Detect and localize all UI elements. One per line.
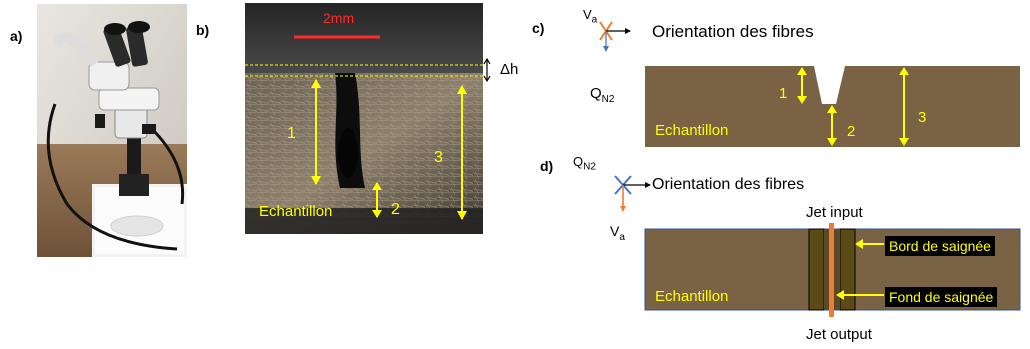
delta-h-label: Δh (500, 61, 519, 78)
panel-label-b: b) (196, 22, 210, 38)
va-label-c: Va (583, 7, 598, 26)
jet (829, 223, 834, 317)
fond-callout: Fond de saignée (885, 287, 998, 308)
axis-cross-icon-d (614, 175, 651, 212)
sample-label-d: Echantillon (655, 288, 729, 305)
orientation-label-c: Orientation des fibres (652, 22, 814, 41)
panel-label-c: c) (532, 20, 545, 36)
qn2-label-d: QN2 (573, 154, 596, 173)
label-1-c: 1 (779, 85, 788, 102)
cross-section-photo (245, 3, 483, 234)
panel-label-d: d) (540, 158, 554, 174)
bord-callout: Bord de saignée (885, 236, 995, 257)
label-1-b: 1 (287, 125, 296, 142)
axis-cross-icon-c (599, 21, 631, 52)
label-2-c: 2 (847, 123, 856, 140)
panel-label-a: a) (10, 28, 23, 44)
scale-label: 2mm (323, 10, 355, 26)
sample-label-b: Echantillon (259, 203, 333, 220)
sample-label-c: Echantillon (655, 122, 729, 139)
qn2-label-c: QN2 (590, 85, 615, 105)
label-2-b: 2 (391, 201, 400, 218)
jet-output-label: Jet output (806, 326, 872, 343)
va-label-d: Va (610, 223, 625, 243)
microscope-photo (37, 4, 187, 257)
kerf-wall-left (808, 228, 825, 311)
jet-input-label: Jet input (806, 204, 863, 221)
label-3-b: 3 (434, 149, 443, 166)
orientation-label-d: Orientation des fibres (652, 176, 805, 193)
label-3-c: 3 (918, 109, 927, 126)
